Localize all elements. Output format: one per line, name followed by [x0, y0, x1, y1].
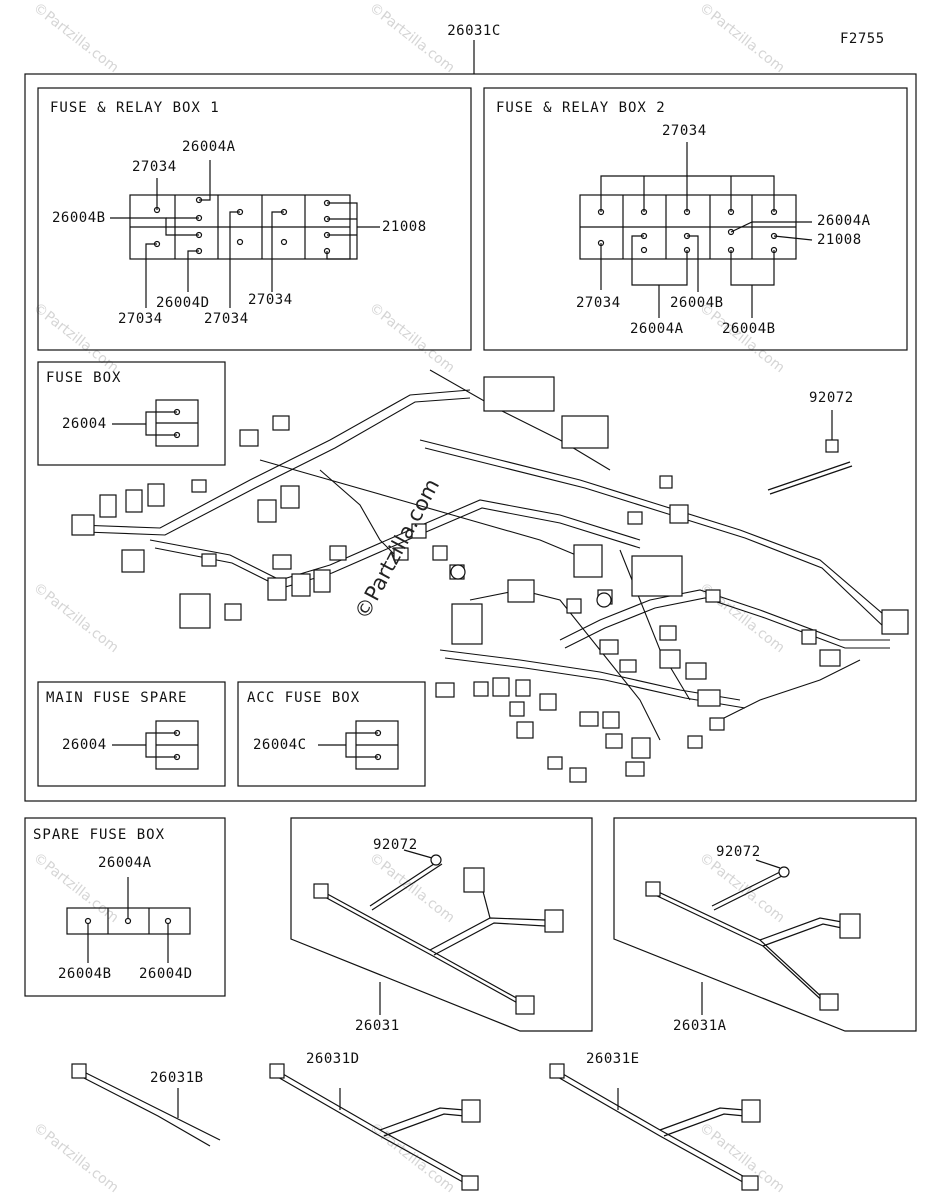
harness-26031-frame [290, 817, 593, 1032]
harness-26031a-frame [613, 817, 917, 1032]
part-label[interactable]: 26004A [98, 855, 152, 871]
part-label-main-harness[interactable]: 26031C [447, 23, 501, 39]
main-fuse-spare-frame [37, 681, 226, 787]
harness-26031b [71, 1063, 221, 1147]
part-label[interactable]: 27034 [248, 292, 293, 308]
figure-code: F2755 [840, 31, 885, 47]
relay-box-1-title: FUSE & RELAY BOX 1 [50, 100, 220, 116]
part-label[interactable]: 92072 [373, 837, 418, 853]
harness-26031a [645, 859, 861, 1015]
part-label[interactable]: 26004C [253, 737, 307, 753]
harness-26031 [313, 849, 564, 1015]
harness-26031d [269, 1063, 481, 1191]
part-label[interactable]: 21008 [817, 232, 862, 248]
acc-fuse-box-title: ACC FUSE BOX [247, 690, 361, 706]
part-label[interactable]: 27034 [132, 159, 177, 175]
part-label[interactable]: 26004B [58, 966, 112, 982]
relay-box-1-frame [37, 87, 472, 351]
part-label-tie[interactable]: 92072 [809, 390, 854, 406]
cable-tie [767, 410, 853, 495]
part-label[interactable]: 26031 [355, 1018, 400, 1034]
part-label[interactable]: 26004D [139, 966, 193, 982]
relay-box-1-block [129, 194, 351, 260]
relay-box-2-frame [483, 87, 908, 351]
fuse-box-frame [37, 361, 226, 466]
part-label[interactable]: 26004D [156, 295, 210, 311]
part-label[interactable]: 27034 [662, 123, 707, 139]
connector-group [71, 376, 909, 783]
main-wiring-harness [77, 369, 891, 741]
main-fuse-spare-title: MAIN FUSE SPARE [46, 690, 188, 706]
part-label[interactable]: 21008 [382, 219, 427, 235]
part-label[interactable]: 27034 [118, 311, 163, 327]
relay-box-2-title: FUSE & RELAY BOX 2 [496, 100, 666, 116]
part-label[interactable]: 26004A [630, 321, 684, 337]
part-label[interactable]: 26031B [150, 1070, 204, 1086]
part-label[interactable]: 26031D [306, 1051, 360, 1067]
relay-box-2-block [579, 194, 797, 260]
part-label[interactable]: 26004B [722, 321, 776, 337]
spare-fuse-box-title: SPARE FUSE BOX [33, 827, 166, 843]
part-label[interactable]: 92072 [716, 844, 761, 860]
part-label[interactable]: 26004B [52, 210, 106, 226]
part-label[interactable]: 26031A [673, 1018, 727, 1034]
part-label[interactable]: 26031E [586, 1051, 640, 1067]
part-label[interactable]: 26004A [182, 139, 236, 155]
part-label[interactable]: 26004A [817, 213, 871, 229]
part-label[interactable]: 26004B [670, 295, 724, 311]
harness-26031e [549, 1063, 761, 1191]
part-label[interactable]: 26004 [62, 737, 107, 753]
part-label[interactable]: 27034 [576, 295, 621, 311]
part-label[interactable]: 27034 [204, 311, 249, 327]
fuse-box-title: FUSE BOX [46, 370, 122, 386]
acc-fuse-box-frame [237, 681, 426, 787]
spare-fuse-box-frame [24, 817, 226, 997]
main-harness-frame [24, 73, 917, 802]
part-label[interactable]: 26004 [62, 416, 107, 432]
